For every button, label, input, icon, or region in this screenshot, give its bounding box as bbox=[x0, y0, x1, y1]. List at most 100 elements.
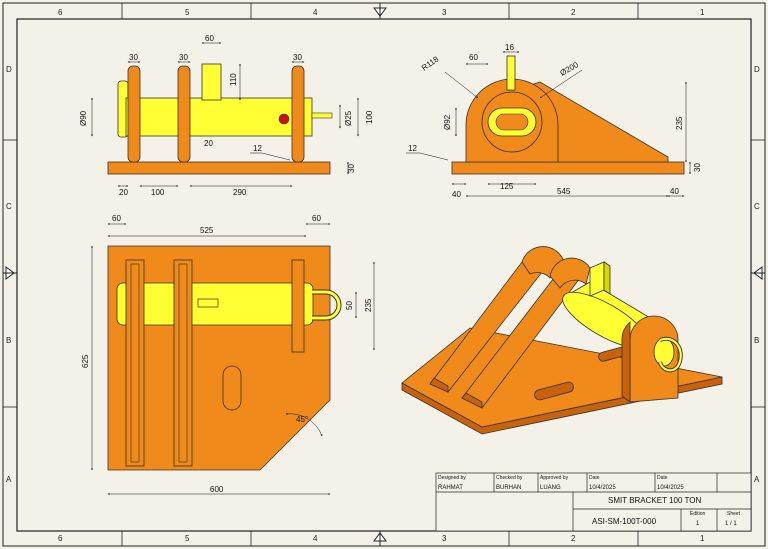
iso-boss-mid bbox=[549, 257, 591, 289]
side-dim-40-right: 40 bbox=[670, 187, 679, 196]
zone-right-B: B bbox=[754, 336, 759, 345]
zone-bottom-1: 1 bbox=[700, 534, 705, 543]
checked-by-value: BURHAN bbox=[496, 485, 521, 491]
side-dim-125: 125 bbox=[500, 182, 514, 191]
iso-lug bbox=[589, 261, 605, 297]
front-dim-290: 290 bbox=[233, 188, 247, 197]
front-red-pin bbox=[278, 113, 290, 125]
front-dim-20-lower: 20 bbox=[119, 188, 128, 197]
designed-by-value: RAHMAT bbox=[438, 485, 463, 491]
front-view-dimensions bbox=[91, 42, 359, 187]
zone-top-6: 6 bbox=[58, 8, 63, 17]
iso-shackle-fill bbox=[658, 337, 682, 372]
top-view-dim-labels: 60 525 60 50 235 625 45° 600 bbox=[81, 214, 373, 494]
iso-end-plate-side bbox=[621, 321, 631, 403]
zone-top-5: 5 bbox=[185, 8, 190, 17]
front-dim-tip-diameter: Ø25 bbox=[344, 110, 353, 126]
date2-label: Date bbox=[657, 475, 668, 481]
front-pin bbox=[125, 97, 313, 137]
iso-gusset-right-side bbox=[461, 392, 483, 409]
iso-lug-side bbox=[603, 261, 611, 295]
zone-top-3: 3 bbox=[442, 8, 447, 17]
front-pin-tip bbox=[311, 112, 333, 119]
isometric-view bbox=[401, 246, 723, 435]
approved-by-value: LUANG bbox=[540, 485, 561, 491]
zone-right-A: A bbox=[754, 475, 760, 484]
iso-base-slot bbox=[534, 381, 574, 401]
top-dim-600: 600 bbox=[210, 485, 224, 494]
side-view-dimensions bbox=[406, 51, 691, 197]
iso-gusset-left-side bbox=[429, 377, 449, 393]
top-plate-mid-inner bbox=[178, 263, 188, 463]
top-lug bbox=[197, 298, 219, 308]
front-dim-lug-width: 60 bbox=[205, 34, 214, 43]
zone-top-1: 1 bbox=[700, 8, 705, 17]
top-dim-60-left: 60 bbox=[112, 214, 121, 223]
front-dim-100: 100 bbox=[151, 188, 165, 197]
side-dim-60: 60 bbox=[469, 53, 478, 62]
title-block bbox=[435, 472, 752, 532]
front-dim-base-thickness: 30 bbox=[347, 164, 356, 173]
front-dim-pin-diameter: Ø90 bbox=[79, 110, 88, 126]
side-lug bbox=[506, 55, 516, 91]
zone-left-C: C bbox=[6, 202, 12, 211]
zone-right-D: D bbox=[754, 65, 760, 74]
inner-frame bbox=[16, 18, 752, 532]
side-dim-weld-12: 12 bbox=[408, 144, 417, 153]
top-plate-right bbox=[291, 259, 305, 353]
side-view bbox=[451, 55, 685, 175]
front-base-plate bbox=[107, 161, 331, 175]
front-dim-weld-12: 12 bbox=[253, 144, 262, 153]
edition-label: Edition bbox=[690, 511, 706, 517]
centering-marks bbox=[3, 3, 765, 546]
zone-bottom-5: 5 bbox=[185, 534, 190, 543]
edition-value: 1 bbox=[696, 521, 700, 527]
front-dim-lug-height: 110 bbox=[229, 73, 238, 86]
front-dim-20-upper: 20 bbox=[204, 139, 213, 148]
title-block-text: Designed by RAHMAT Checked by BURHAN App… bbox=[438, 475, 741, 527]
side-dim-pin-diameter: Ø92 bbox=[443, 114, 452, 130]
front-dim-plate-right: 30 bbox=[293, 53, 302, 62]
zone-bottom-6: 6 bbox=[58, 534, 63, 543]
top-plate-left-inner bbox=[130, 263, 140, 463]
zone-right-C: C bbox=[754, 202, 760, 211]
zone-bottom-3: 3 bbox=[442, 534, 447, 543]
zone-left-A: A bbox=[6, 475, 12, 484]
zone-left-B: B bbox=[6, 336, 11, 345]
side-dim-16: 16 bbox=[505, 43, 514, 52]
approved-by-label: Approved by bbox=[540, 475, 569, 481]
iso-pin-end bbox=[653, 337, 675, 367]
date1-label: Date bbox=[589, 475, 600, 481]
top-slot bbox=[222, 365, 242, 411]
side-pin-slot bbox=[495, 113, 529, 131]
side-dim-545: 545 bbox=[557, 187, 571, 196]
side-dim-base-30: 30 bbox=[693, 163, 702, 172]
zone-labels: 6 5 4 3 2 1 6 5 4 3 2 1 D C B A D C B A bbox=[6, 8, 760, 543]
top-dim-60-right: 60 bbox=[312, 214, 321, 223]
drawing-number: ASI-SM-100T-000 bbox=[592, 517, 657, 526]
zone-bottom-4: 4 bbox=[313, 534, 318, 543]
side-base-plate bbox=[451, 161, 685, 175]
side-dim-40-left: 40 bbox=[452, 190, 461, 199]
top-view-dimensions bbox=[91, 223, 375, 495]
sheet-label: Sheet bbox=[727, 511, 741, 517]
zone-top-2: 2 bbox=[571, 8, 576, 17]
designed-by-label: Designed by bbox=[438, 475, 466, 481]
front-plate-right bbox=[291, 65, 305, 163]
top-dim-235: 235 bbox=[364, 298, 373, 312]
zone-left-D: D bbox=[6, 65, 12, 74]
top-dim-50: 50 bbox=[345, 301, 354, 310]
sheet-value: 1 / 1 bbox=[725, 521, 737, 527]
front-view-dim-labels: 60 30 30 30 110 Ø90 Ø25 100 20 12 30 20 … bbox=[79, 34, 374, 197]
top-view bbox=[107, 245, 342, 471]
drawing-title: SMIT BRACKET 100 TON bbox=[608, 496, 701, 505]
date2-value: 10/4/2025 bbox=[657, 485, 684, 491]
zone-bottom-2: 2 bbox=[571, 534, 576, 543]
checked-by-label: Checked by bbox=[496, 475, 523, 481]
zone-top-4: 4 bbox=[313, 8, 318, 17]
front-lifting-lug bbox=[201, 63, 222, 101]
front-plate-left bbox=[127, 65, 141, 163]
date1-value: 10/4/2025 bbox=[589, 485, 616, 491]
